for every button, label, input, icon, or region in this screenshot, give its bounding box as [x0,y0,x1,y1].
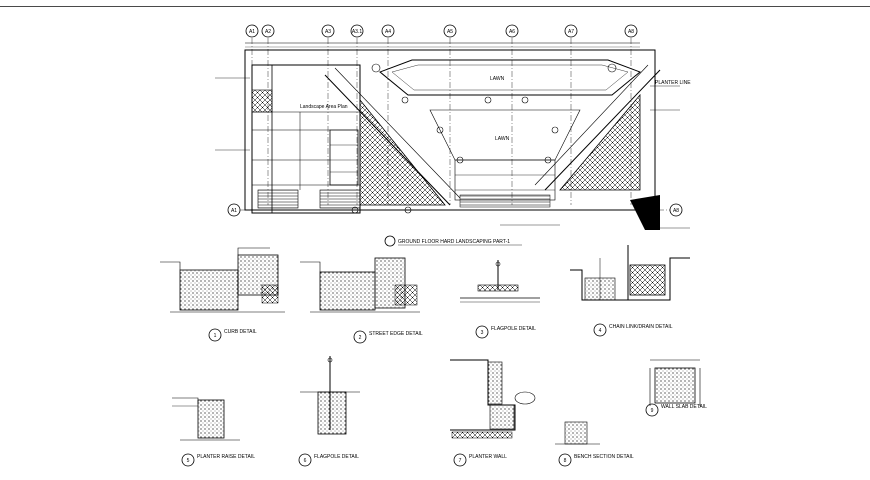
annotations [215,77,690,229]
detail-8-id: 8 [564,458,567,464]
grid-label-bottom-right: A8 [673,208,679,214]
detail-5-id: 5 [187,458,190,464]
detail-1: 1 CURB DETAIL [160,247,285,342]
detail-3-title: FLAGPOLE DETAIL [491,326,536,332]
detail-3-id: 3 [481,330,484,336]
detail-2-title: STREET EDGE DETAIL [369,331,423,337]
callout-markers [351,63,617,214]
grid-label-a8: A8 [628,29,634,35]
window-top-bar [0,0,870,7]
detail-2-id: 2 [359,335,362,341]
detail-2: 2 STREET EDGE DETAIL [300,257,423,344]
grid-label-a7: A7 [568,29,574,35]
grid-label-a1: A1 [249,29,255,35]
detail-8: 8 BENCH SECTION DETAIL [555,421,634,467]
grid-label-bottom-left: A1 [231,208,237,214]
detail-4-title: CHAIN LINK/DRAIN DETAIL [609,324,673,330]
detail-5-title: PLANTER RAISE DETAIL [197,454,255,460]
detail-6-title: FLAGPOLE DETAIL [314,454,359,460]
detail-4: 4 CHAIN LINK/DRAIN DETAIL [570,245,690,337]
site-plan: A1 A2 A3 A3.1 A4 A5 A6 A7 A8 A1 A8 [215,24,691,247]
right-note-label: PLANTER LINE [655,80,691,86]
plan-title: GROUND FLOOR HARD LANDSCAPING PART-1 [398,239,510,245]
left-building-block: Landscape Area Plan [251,64,361,214]
detail-9-title: WALL SLAB DETAIL [661,404,707,410]
lawn-label: LAWN [490,76,505,82]
detail-6-id: 6 [304,458,307,464]
diagonal-planters [324,64,661,230]
lawn-area: LAWN LAWN [379,59,641,208]
detail-3: 3 FLAGPOLE DETAIL [460,260,540,339]
detail-8-title: BENCH SECTION DETAIL [574,454,634,460]
detail-9: 9 WALL SLAB DETAIL [645,359,707,417]
detail-1-id: 1 [214,333,217,339]
lawn-label-2: LAWN [495,136,510,142]
detail-5: 5 PLANTER RAISE DETAIL [172,397,255,467]
detail-4-id: 4 [599,328,602,334]
grid-bubbles: A1 A2 A3 A3.1 A4 A5 A6 A7 A8 A1 A8 [227,24,683,217]
detail-1-title: CURB DETAIL [224,329,257,335]
detail-9-id: 9 [651,408,654,414]
detail-7-id: 7 [459,458,462,464]
grid-label-a4: A4 [385,29,391,35]
detail-7-title: PLANTER WALL [469,454,507,460]
grid-label-a6: A6 [509,29,515,35]
left-note-label: Landscape Area Plan [300,104,348,110]
detail-7: 7 PLANTER WALL [450,359,536,467]
grid-label-a3: A3 [325,29,331,35]
grid-label-a2: A2 [265,29,271,35]
grid-label-a5: A5 [447,29,453,35]
detail-6: 6 FLAGPOLE DETAIL [298,356,360,467]
grid-label-a3-1: A3.1 [352,29,363,35]
